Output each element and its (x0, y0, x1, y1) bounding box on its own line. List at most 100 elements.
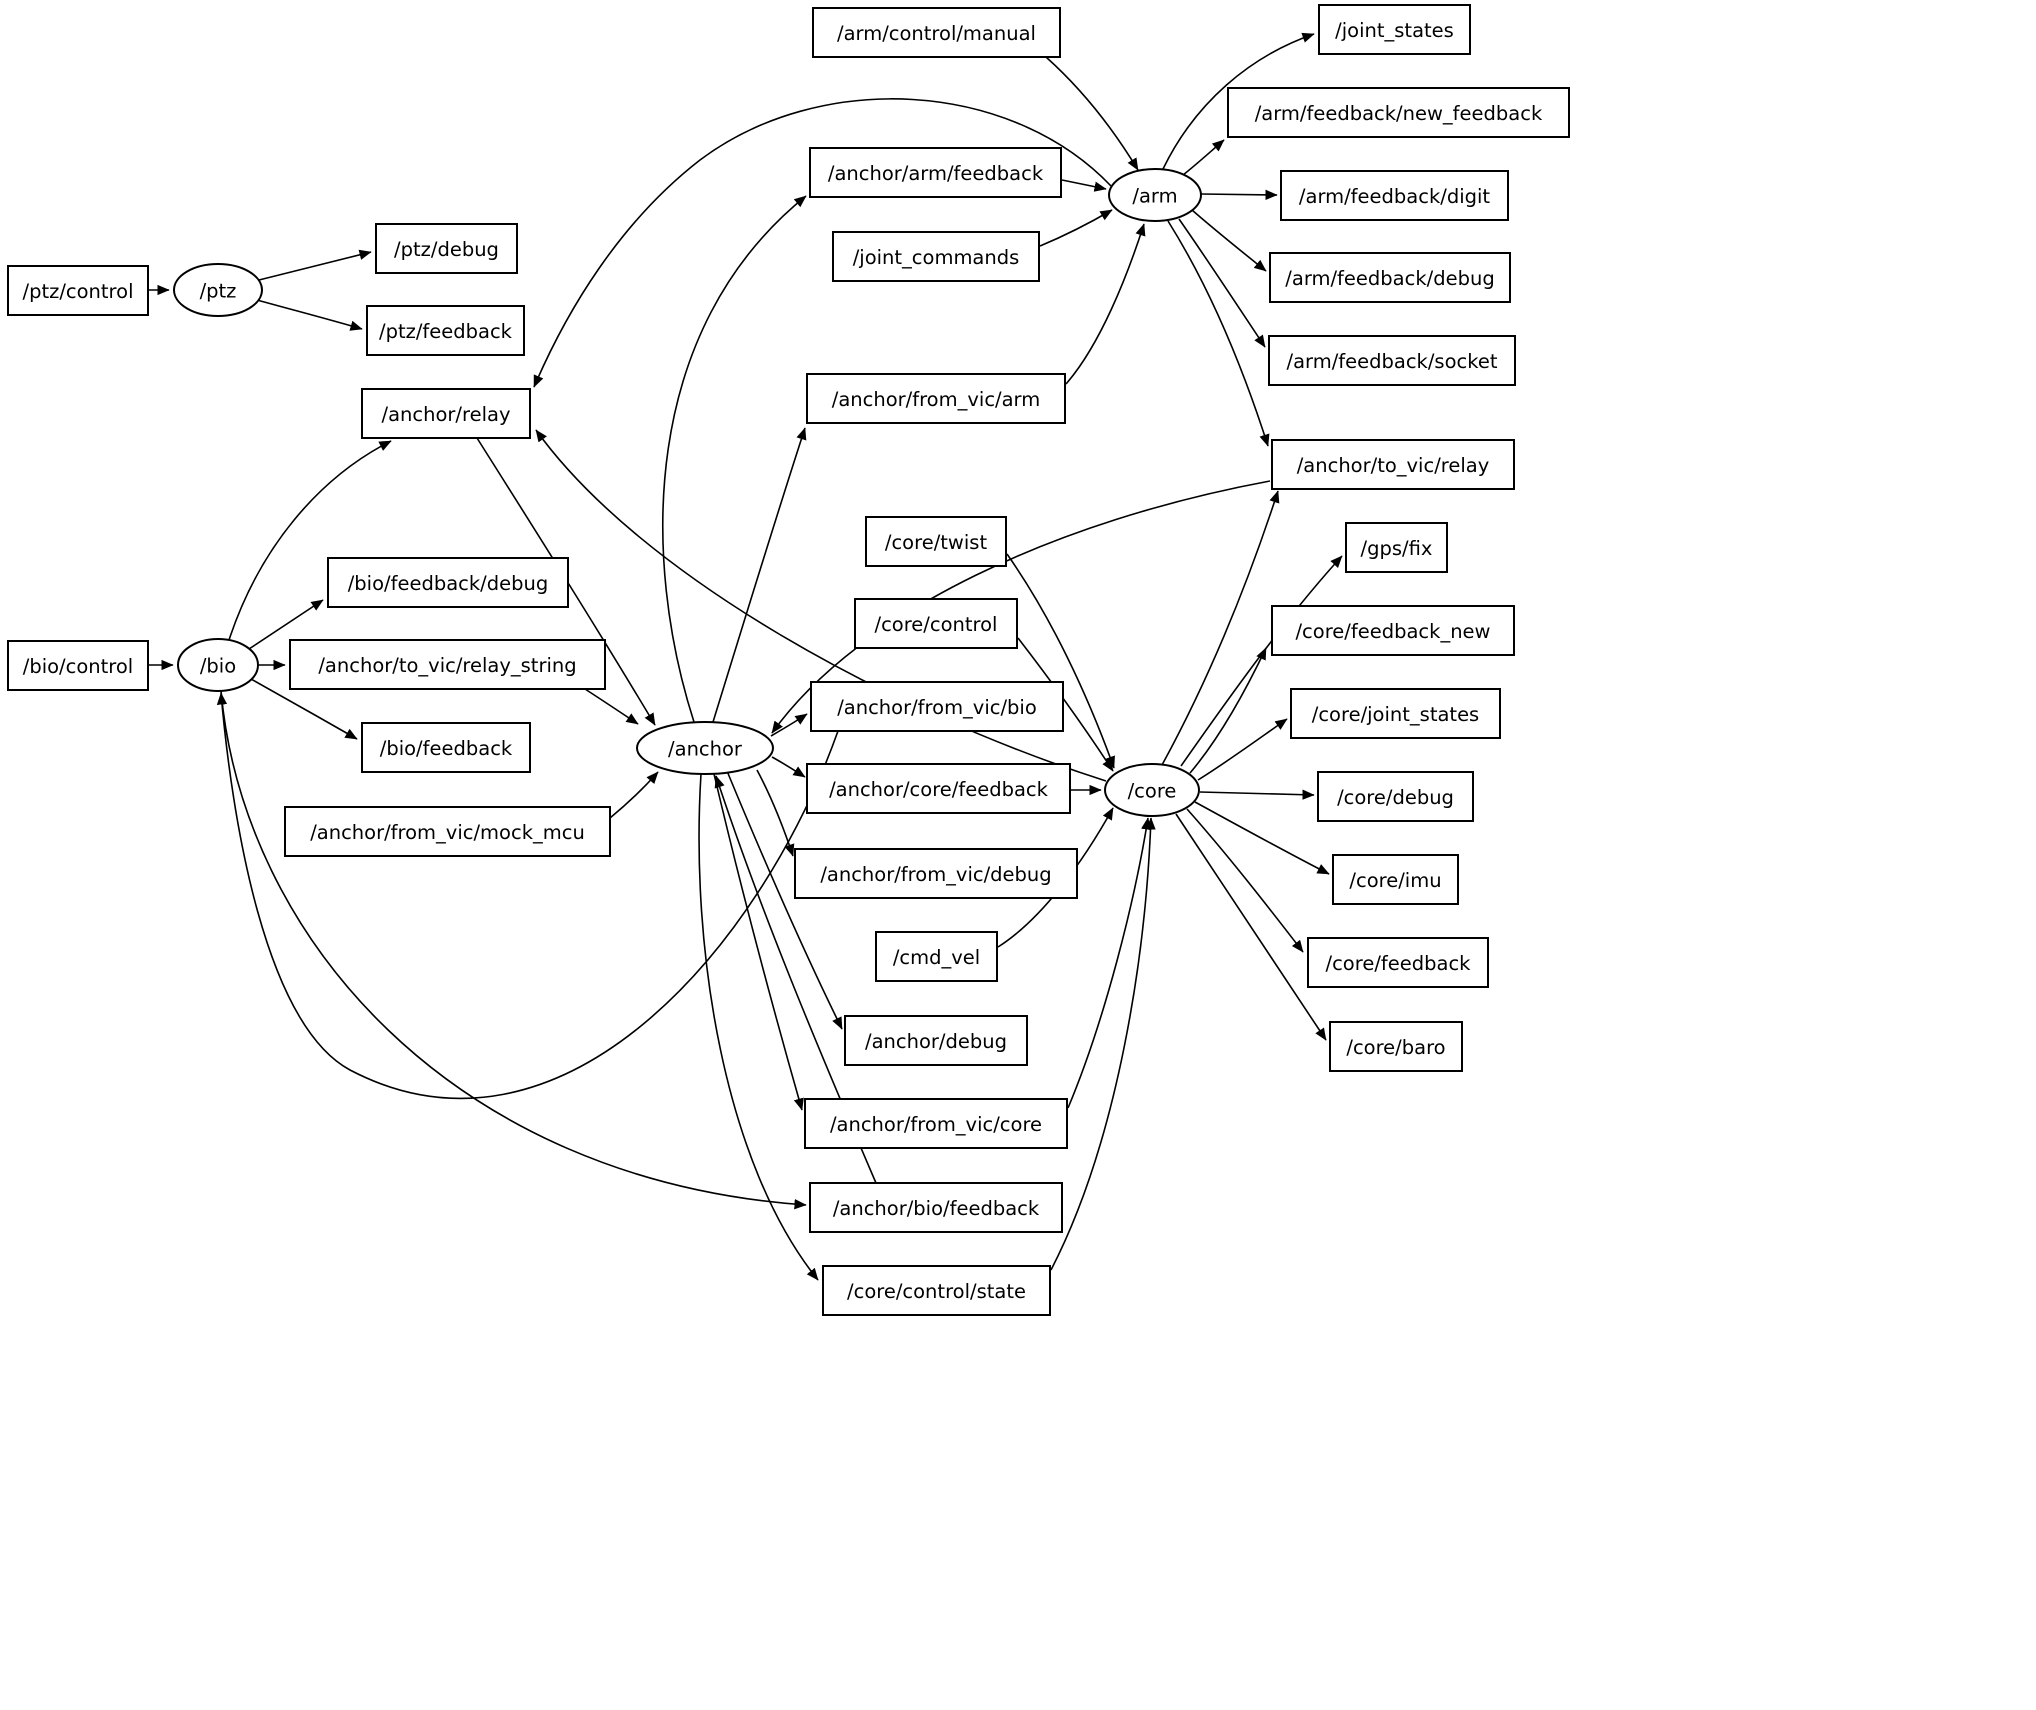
edge-core_control_state-to-core (1050, 817, 1156, 1271)
node-label: /anchor/arm/feedback (828, 162, 1044, 185)
node-label: /arm/control/manual (837, 22, 1036, 45)
edge-core-to-core_baro (1175, 813, 1327, 1041)
edge-arm-to-anchor_relay (533, 98, 1112, 388)
node-label: /bio/feedback (380, 737, 513, 760)
ros-topic-ptz_control: /ptz/control (7, 265, 149, 316)
node-label: /ptz/feedback (379, 320, 513, 343)
topic-box (809, 147, 1062, 198)
ros-topic-arm_control_manual: /arm/control/manual (812, 7, 1061, 58)
node-label: /anchor/debug (865, 1030, 1007, 1053)
edge-anchor-to-anchor_from_vic_core (713, 773, 804, 1111)
node-label: /anchor/from_vic/core (830, 1113, 1042, 1136)
node-label: /arm (1132, 185, 1177, 208)
edge-bio-to-bio_feedback_debug (248, 599, 324, 650)
node-label: /anchor/relay (382, 403, 511, 426)
ros-topic-gps_fix: /gps/fix (1345, 522, 1448, 573)
topic-box (1317, 771, 1474, 822)
topic-box (1290, 688, 1501, 739)
edge-anchor-to-anchor_from_vic_arm (712, 427, 807, 723)
ros-topic-anchor_from_vic_bio: /anchor/from_vic/bio (810, 681, 1064, 732)
node-ellipse (173, 263, 263, 317)
edge-arm_control_manual-to-arm (1045, 56, 1139, 171)
edge-ptz-to-ptz_debug (258, 249, 372, 281)
topic-box (806, 373, 1066, 424)
ros-topic-core_debug: /core/debug (1317, 771, 1474, 822)
node-label: /ptz/control (23, 280, 134, 303)
ros-topic-anchor_to_vic_relay_string: /anchor/to_vic/relay_string (289, 639, 606, 690)
ros-topic-anchor_from_vic_core: /anchor/from_vic/core (804, 1098, 1068, 1149)
node-label: /anchor/to_vic/relay (1297, 454, 1490, 477)
node-label: /arm/feedback/socket (1287, 350, 1498, 373)
node-label: /anchor/from_vic/debug (820, 863, 1051, 886)
ros-topic-core_feedback_new: /core/feedback_new (1271, 605, 1515, 656)
ros-topic-anchor_relay: /anchor/relay (361, 388, 531, 439)
node-label: /joint_commands (853, 246, 1020, 269)
ros-topic-arm_feedback_debug: /arm/feedback/debug (1269, 252, 1511, 303)
ros-topic-bio_feedback: /bio/feedback (361, 722, 531, 773)
edge-anchor_from_vic_bio-to-bio (216, 692, 839, 1100)
node-label: /core/imu (1349, 869, 1441, 892)
node-label: /core/feedback (1326, 952, 1472, 975)
node-label: /arm/feedback/digit (1299, 185, 1490, 208)
edge-core_control-to-core (1017, 637, 1114, 772)
ros-topic-anchor_from_vic_mock_mcu: /anchor/from_vic/mock_mcu (284, 806, 611, 857)
node-label: /core (1128, 780, 1177, 803)
ros-node-arm: /arm (1108, 168, 1202, 222)
topic-box (810, 681, 1064, 732)
node-label: /anchor/to_vic/relay_string (318, 654, 576, 677)
topic-box (1345, 522, 1448, 573)
node-label: /ptz/debug (394, 238, 499, 261)
node-label: /arm/feedback/new_feedback (1255, 102, 1543, 125)
topic-box (1307, 937, 1489, 988)
topic-box (375, 223, 518, 274)
topic-box (1318, 4, 1471, 55)
node-label: /core/baro (1346, 1036, 1445, 1059)
edge-anchor-to-core_control_state (698, 773, 819, 1281)
topic-box (1269, 252, 1511, 303)
edge-core-to-core_feedback_new (1189, 647, 1267, 774)
ros-topic-core_joint_states: /core/joint_states (1290, 688, 1501, 739)
ros-topic-anchor_arm_feedback: /anchor/arm/feedback (809, 147, 1062, 198)
node-ellipse (177, 638, 259, 692)
topic-box (1227, 87, 1570, 138)
edge-anchor_arm_feedback-to-arm (1061, 179, 1107, 192)
node-label: /anchor/from_vic/bio (837, 696, 1037, 719)
topic-box (832, 231, 1040, 282)
node-label: /core/feedback_new (1295, 620, 1490, 643)
topic-box (875, 931, 998, 982)
edge-core-to-core_joint_states (1197, 718, 1288, 781)
edge-arm-to-arm_feedback_digit (1200, 189, 1278, 201)
ros-topic-anchor_bio_feedback: /anchor/bio/feedback (809, 1182, 1063, 1233)
topic-box (822, 1265, 1051, 1316)
edge-core-to-anchor_relay (535, 429, 1107, 782)
topic-box (1329, 1021, 1463, 1072)
ros-topic-core_baro: /core/baro (1329, 1021, 1463, 1072)
edge-anchor-to-anchor_debug (726, 770, 843, 1030)
topic-box (289, 639, 606, 690)
edge-anchor_from_vic_mock_mcu-to-anchor (609, 771, 659, 819)
ros-node-bio: /bio (177, 638, 259, 692)
node-label: /anchor/bio/feedback (833, 1197, 1040, 1220)
topic-box (865, 516, 1007, 567)
edge-arm-to-arm_feedback_new_feedback (1182, 139, 1225, 176)
node-label: /anchor/core/feedback (829, 778, 1049, 801)
edge-arm-to-arm_feedback_debug (1191, 209, 1267, 272)
ros-topic-core_control_state: /core/control/state (822, 1265, 1051, 1316)
node-label: /core/control/state (847, 1280, 1026, 1303)
node-label: /bio/control (23, 655, 133, 678)
topic-box (804, 1098, 1068, 1149)
node-label: /core/twist (885, 531, 988, 554)
ros-topic-joint_commands: /joint_commands (832, 231, 1040, 282)
edge-anchor-to-anchor_core_feedback (771, 756, 806, 778)
ros-topic-arm_feedback_new_feedback: /arm/feedback/new_feedback (1227, 87, 1570, 138)
edge-core-to-anchor_to_vic_relay (1161, 490, 1280, 766)
edge-bio-to-anchor_relay (228, 440, 392, 641)
ros-topic-joint_states: /joint_states (1318, 4, 1471, 55)
edge-anchor_from_vic_core-to-core (1067, 817, 1152, 1109)
topic-box (7, 640, 149, 691)
edge-anchor-to-anchor_arm_feedback (661, 195, 807, 723)
ros-topic-anchor_core_feedback: /anchor/core/feedback (806, 763, 1071, 814)
edge-arm-to-anchor_to_vic_relay (1167, 220, 1270, 447)
node-label: /core/control (875, 613, 998, 636)
